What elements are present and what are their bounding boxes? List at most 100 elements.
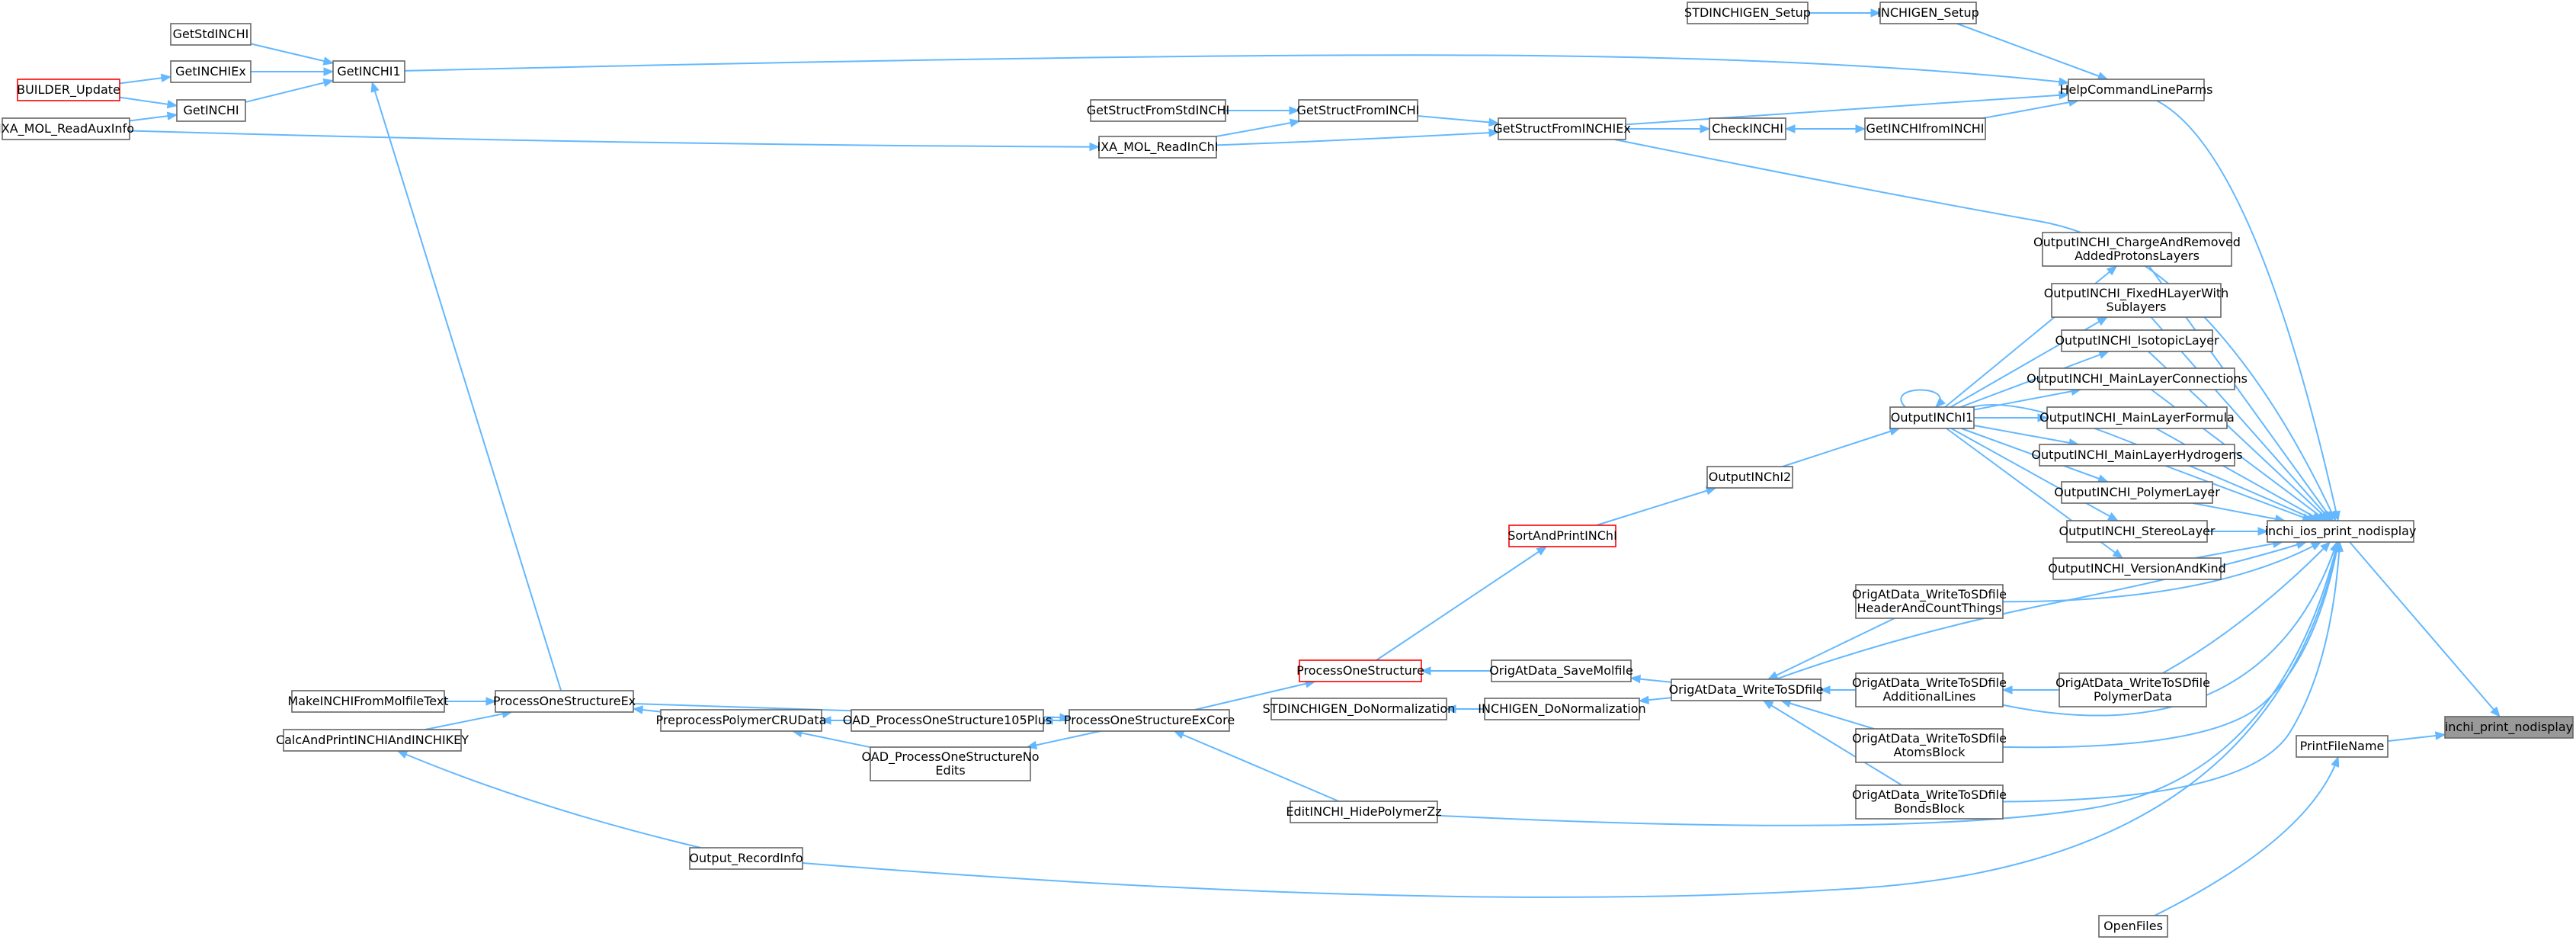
node-oad-headerandcountthings[interactable]: OrigAtData_WriteToSDfileHeaderAndCountTh… [1852, 584, 2007, 619]
node-inchigen-setup[interactable]: INCHIGEN_Setup [1877, 2, 1979, 24]
node-label: OutputINCHI_MainLayerFormula [2039, 410, 2235, 425]
node-checkinchi[interactable]: CheckINCHI [1709, 117, 1786, 140]
node-printfilename[interactable]: PrintFileName [2296, 735, 2389, 758]
node-out-stereolayer[interactable]: OutputINCHI_StereoLayer [2059, 520, 2216, 543]
edge-arrowhead [166, 111, 178, 120]
edge-arrowhead [160, 73, 172, 83]
node-box [870, 746, 1031, 781]
node-ixa-mol-readinchi[interactable]: IXA_MOL_ReadInChI [1097, 136, 1219, 159]
node-label: HelpCommandLineParms [2059, 82, 2212, 97]
node-getstructfrominchiex[interactable]: GetStructFromINCHIEx [1493, 117, 1631, 140]
edge-oad-atomsblock-to-inchi-ios-print-nodisplay [2002, 541, 2340, 749]
edge-output-recordinfo-to-inchi-ios-print-nodisplay [802, 541, 2340, 898]
node-processonestructure[interactable]: ProcessOneStructure [1296, 659, 1424, 682]
node-inchigen-donormalization[interactable]: INCHIGEN_DoNormalization [1478, 698, 1646, 720]
node-label: GetStructFromINCHIEx [1493, 121, 1631, 136]
node-box [283, 729, 462, 752]
node-outputinchi2[interactable]: OutputINChI2 [1706, 466, 1793, 489]
edge-getstdinchi-to-getinchi1 [250, 43, 334, 64]
graph-edges [119, 8, 2501, 916]
node-label: GetStructFromINCHI [1297, 103, 1420, 117]
node-box [1069, 709, 1230, 732]
node-label: BUILDER_Update [17, 82, 120, 98]
node-processonestructureex[interactable]: ProcessOneStructureEx [493, 690, 636, 713]
edge-ixa-mol-readinchi-to-getstructfrominchiex [1216, 131, 1499, 146]
node-oad-processonestructure105plus[interactable]: OAD_ProcessOneStructure105Plus [843, 709, 1052, 732]
node-box [170, 23, 252, 46]
node-out-mainlayerconnections[interactable]: OutputINCHI_MainLayerConnections [2027, 367, 2248, 390]
node-stdinchigen-setup[interactable]: STDINCHIGEN_Setup [1684, 2, 1811, 24]
node-out-mainlayerhydrogens[interactable]: OutputINCHI_MainLayerHydrogens [2031, 444, 2243, 467]
node-label: OutputINChI2 [1709, 470, 1791, 484]
node-out-isotopiclayer[interactable]: OutputINCHI_IsotopicLayer [2055, 329, 2219, 352]
node-label: AddedProtonsLayers [2075, 249, 2200, 263]
node-preprocesspolymercrudata[interactable]: PreprocessPolymerCRUData [656, 709, 827, 732]
node-origatdata-writetosdfile[interactable]: OrigAtData_WriteToSDfile [1669, 679, 1824, 701]
node-out-versionandkind[interactable]: OutputINCHI_VersionAndKind [2048, 557, 2226, 580]
edge-output-recordinfo-to-calcandprintinchiandinchikey [397, 750, 702, 849]
node-box [170, 60, 252, 83]
node-label: MakeINCHIFromMolfileText [287, 694, 448, 708]
node-getstructfromstdinchi[interactable]: GetStructFromStdINCHI [1087, 99, 1230, 122]
edge-arrowhead [2107, 512, 2119, 521]
edge-processonestructureexcore-to-oad-processonestructurenoedits [1027, 730, 1101, 748]
node-getinchi[interactable]: GetINCHI [176, 99, 246, 122]
edge-outputinchi1-to-out-stereolayer [1950, 428, 2119, 521]
node-label: OutputINChI1 [1891, 410, 1973, 425]
node-inchi-ios-print-nodisplay[interactable]: inchi_ios_print_nodisplay [2265, 520, 2417, 543]
edge-editinchi-hidepolymerzz-to-processonestructureexcore [1174, 730, 1340, 802]
node-out-polymerlayer[interactable]: OutputINCHI_PolymerLayer [2054, 481, 2220, 504]
node-helpcommandlineparms[interactable]: HelpCommandLineParms [2059, 79, 2213, 101]
node-editinchi-hidepolymerzz[interactable]: EditINCHI_HidePolymerZz [1286, 800, 1442, 823]
edge-out-mainlayerformula-to-inchi-ios-print-nodisplay [2155, 428, 2322, 521]
node-label: OutputINCHI_MainLayerHydrogens [2031, 448, 2242, 463]
edge-arrowhead [2310, 541, 2322, 551]
node-label: OpenFiles [2103, 919, 2163, 933]
node-output-recordinfo[interactable]: Output_RecordInfo [689, 847, 803, 870]
node-outputinchi1[interactable]: OutputINChI1 [1889, 406, 1975, 429]
node-origatdata-savemolfile[interactable]: OrigAtData_SaveMolfile [1489, 659, 1633, 682]
node-box [1671, 679, 1821, 701]
edge-arrowhead [820, 716, 831, 725]
node-box [1864, 117, 1986, 140]
node-getstructfrominchi[interactable]: GetStructFromINCHI [1297, 99, 1420, 122]
node-ixa-mol-readauxinfo[interactable]: IXA_MOL_ReadAuxInfo [0, 117, 134, 140]
edge-arrowhead [1089, 142, 1101, 152]
node-openfiles[interactable]: OpenFiles [2098, 915, 2168, 938]
node-builder-update[interactable]: BUILDER_Update [17, 79, 120, 101]
edge-arrowhead [396, 750, 409, 759]
node-stdinchigen-donormalization[interactable]: STDINCHIGEN_DoNormalization [1263, 698, 1456, 720]
node-label: OrigAtData_WriteToSDfile [1852, 731, 2007, 746]
edge-openfiles-to-printfilename [2154, 756, 2339, 916]
edge-oad-headerandcountthings-to-inchi-ios-print-nodisplay [2002, 541, 2321, 603]
node-getinchiex[interactable]: GetINCHIEx [170, 60, 252, 83]
edge-arrowhead [1289, 118, 1301, 127]
node-box [2059, 672, 2207, 707]
node-sortandprintinchi[interactable]: SortAndPrintINChI [1507, 525, 1617, 547]
node-out-chargeandremoved[interactable]: OutputINCHI_ChargeAndRemovedAddedProtons… [2033, 232, 2241, 267]
node-box [660, 709, 822, 732]
node-out-mainlayerformula[interactable]: OutputINCHI_MainLayerFormula [2039, 406, 2235, 429]
node-inchi-print-nodisplay[interactable]: inchi_print_nodisplay [2444, 716, 2574, 739]
node-getinchifrominchi[interactable]: GetINCHIfromINCHI [1864, 117, 1986, 140]
node-getinchi1[interactable]: GetINCHI1 [332, 60, 405, 83]
edge-editinchi-hidepolymerzz-to-inchi-ios-print-nodisplay [1437, 541, 2339, 826]
node-label: OutputINCHI_VersionAndKind [2048, 561, 2226, 576]
node-calcandprintinchiandinchikey[interactable]: CalcAndPrintINCHIAndINCHIKEY [276, 729, 469, 752]
node-label: GetINCHI [183, 103, 239, 117]
node-box [1879, 2, 1977, 24]
node-getstdinchi[interactable]: GetStdINCHI [170, 23, 252, 46]
edge-arrowhead [1767, 671, 1779, 680]
node-box [1855, 672, 2004, 707]
node-processonestructureexcore[interactable]: ProcessOneStructureExCore [1064, 709, 1235, 732]
edge-ixa-mol-readinchi-to-getstructfrominchi [1216, 120, 1300, 137]
node-makeinchifrommolfiletext[interactable]: MakeINCHIFromMolfileText [287, 690, 449, 713]
edge-arrowhead [322, 78, 335, 88]
edge-arrowhead [2058, 77, 2070, 86]
